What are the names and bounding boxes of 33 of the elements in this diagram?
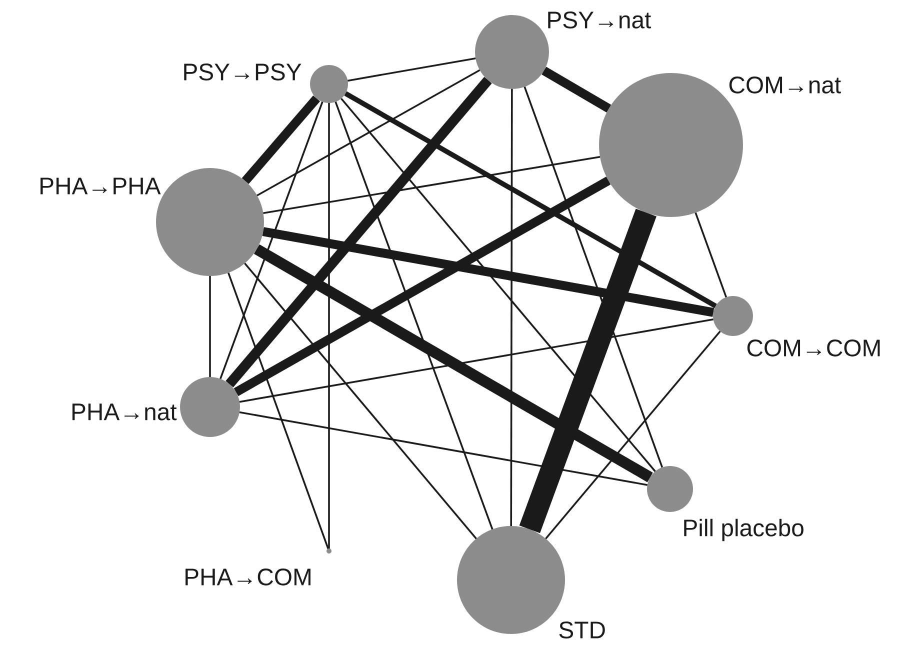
node-label: PHA→PHA [40,178,161,194]
node-label: STD [559,622,605,638]
network-edge [519,208,656,534]
node-label: COM→nat [729,76,841,94]
node-label: Pill placebo [684,518,804,542]
network-edge [510,88,513,526]
network-edge [234,176,611,396]
network-edge [254,244,653,482]
network-edge [545,330,721,540]
node-label: PHA→nat [72,404,177,420]
network-edge [344,91,717,308]
network-edge [262,227,714,317]
node-label: PSY→nat [548,12,652,28]
network-edge [328,102,330,548]
network-edge [228,272,329,549]
network-edge [209,276,211,377]
node-label: PHA→COM [186,568,310,586]
network-edge [242,95,320,184]
network-edge [239,411,648,486]
network-edge [226,76,492,388]
network-edge [348,57,476,82]
node-label: PSY→PSY [184,64,302,80]
network-edge [220,102,324,380]
network-edge [256,69,480,196]
network-edge [340,98,656,472]
network-edge [542,66,612,113]
network-edge [244,262,477,540]
network-edge [694,212,728,298]
network-edge [239,318,714,403]
network-edge [334,102,494,530]
network-edge [263,156,600,214]
network-edge [524,86,664,468]
node-label: COM→COM [747,340,880,356]
